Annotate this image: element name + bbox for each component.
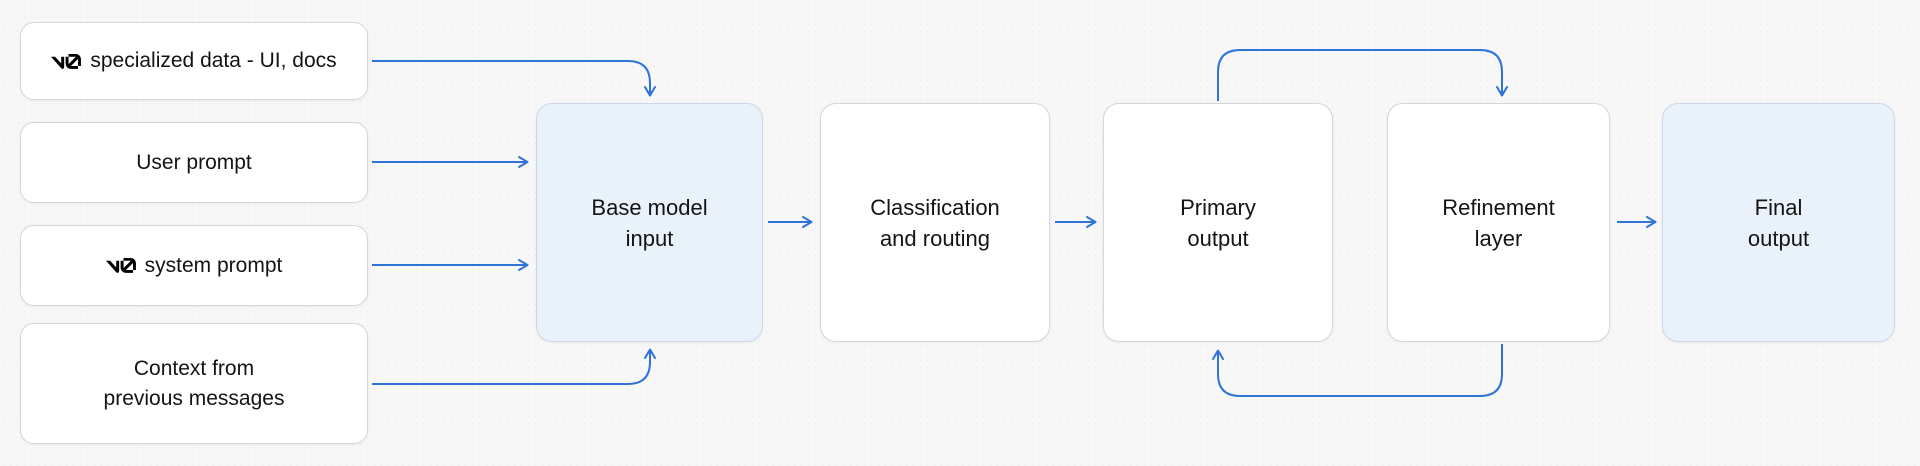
v0-logo-icon [105, 258, 136, 273]
node-refinement-layer: Refinement layer [1387, 103, 1610, 342]
input-label-context: Context from previous messages [103, 356, 285, 410]
node-user-prompt: User prompt [20, 122, 368, 203]
node-context-previous-messages: Context from previous messages [20, 323, 368, 444]
edge-context-to-base [372, 348, 656, 385]
node-specialized-data: specialized data - UI, docs [20, 22, 368, 100]
stage-label-primary-output: Primary output [1180, 194, 1256, 251]
node-primary-output: Primary output [1103, 103, 1333, 342]
stage-label-classification-routing: Classification and routing [870, 194, 1000, 251]
stage-label-base-model-input: Base model input [591, 194, 708, 251]
input-label-system-prompt: system prompt [144, 253, 283, 277]
edge-primary-to-refinement-loop-over [1217, 49, 1508, 101]
node-final-output: Final output [1662, 103, 1895, 342]
input-label-specialized-data: specialized data - UI, docs [90, 49, 337, 72]
stage-label-refinement-layer: Refinement layer [1442, 194, 1555, 251]
edge-specialized-data-to-base [372, 60, 656, 97]
input-label-user-prompt: User prompt [136, 150, 252, 174]
node-classification-routing: Classification and routing [820, 103, 1050, 342]
edge-refinement-to-primary-loop-under [1212, 344, 1503, 397]
node-system-prompt: system prompt [20, 225, 368, 306]
stage-label-final-output: Final output [1747, 194, 1810, 251]
v0-logo-icon [51, 53, 82, 69]
node-base-model-input: Base model input [536, 103, 763, 342]
